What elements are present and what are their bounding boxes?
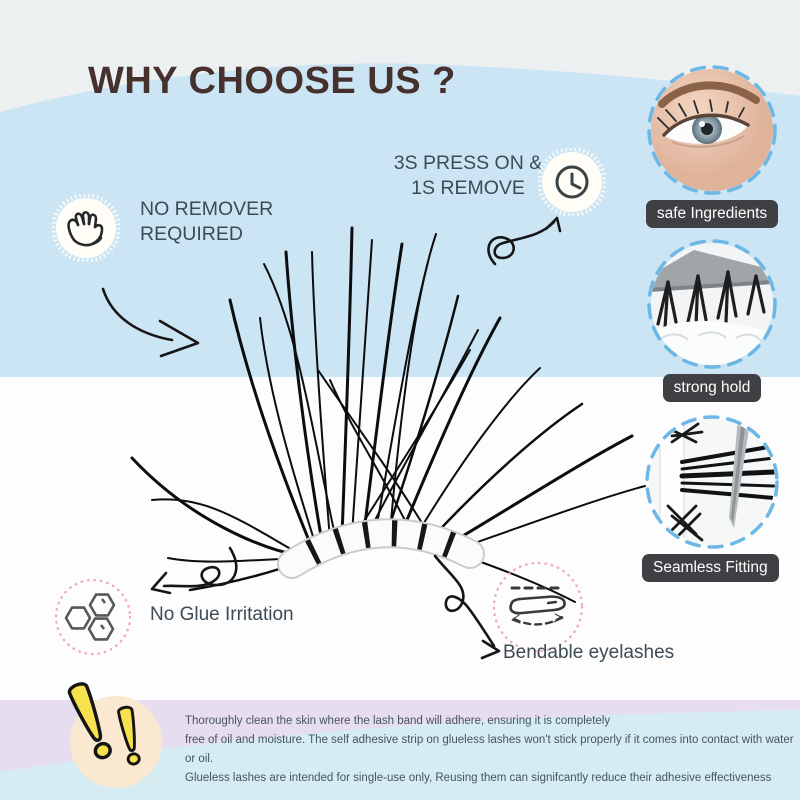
callout-bendable-label: Bendable eyelashes (503, 642, 675, 663)
clock-icon (538, 148, 606, 216)
molecule-hexagons-icon (54, 578, 132, 656)
eye-photo (647, 65, 777, 195)
callout-no-glue-label: No Glue Irritation (150, 604, 294, 625)
page-title: WHY CHOOSE US ? (88, 60, 456, 102)
feature-seamless-fitting: Seamless Fitting (642, 412, 779, 582)
hand-stop-icon (52, 194, 120, 262)
feature-label: strong hold (662, 374, 762, 402)
press-remove-badge (538, 148, 606, 216)
feature-label: Seamless Fitting (642, 554, 779, 582)
no-glue-badge (53, 577, 133, 657)
feature-strong-hold: strong hold (644, 236, 780, 402)
callout-press-remove-label: 3S PRESS ON & 1S REMOVE (393, 152, 543, 200)
notice-line: Thoroughly clean the skin where the lash… (185, 715, 611, 727)
feature-safe-ingredients: safe Ingredients (644, 62, 780, 228)
usage-notice: Thoroughly clean the skin where the lash… (185, 712, 800, 788)
double-exclamation-icon (67, 682, 162, 788)
lash-cluster-grip-photo (647, 239, 777, 369)
no-remover-badge (52, 194, 120, 262)
lash-band-closeup-photo (645, 415, 779, 549)
notice-line: Glueless lashes are intended for single-… (185, 772, 772, 784)
feature-label: safe Ingredients (645, 200, 779, 228)
warning-badge (58, 672, 178, 797)
notice-line: free of oil and moisture. The self adhes… (185, 734, 794, 765)
callout-no-remover-label: NO REMOVER REQUIRED (140, 198, 274, 246)
